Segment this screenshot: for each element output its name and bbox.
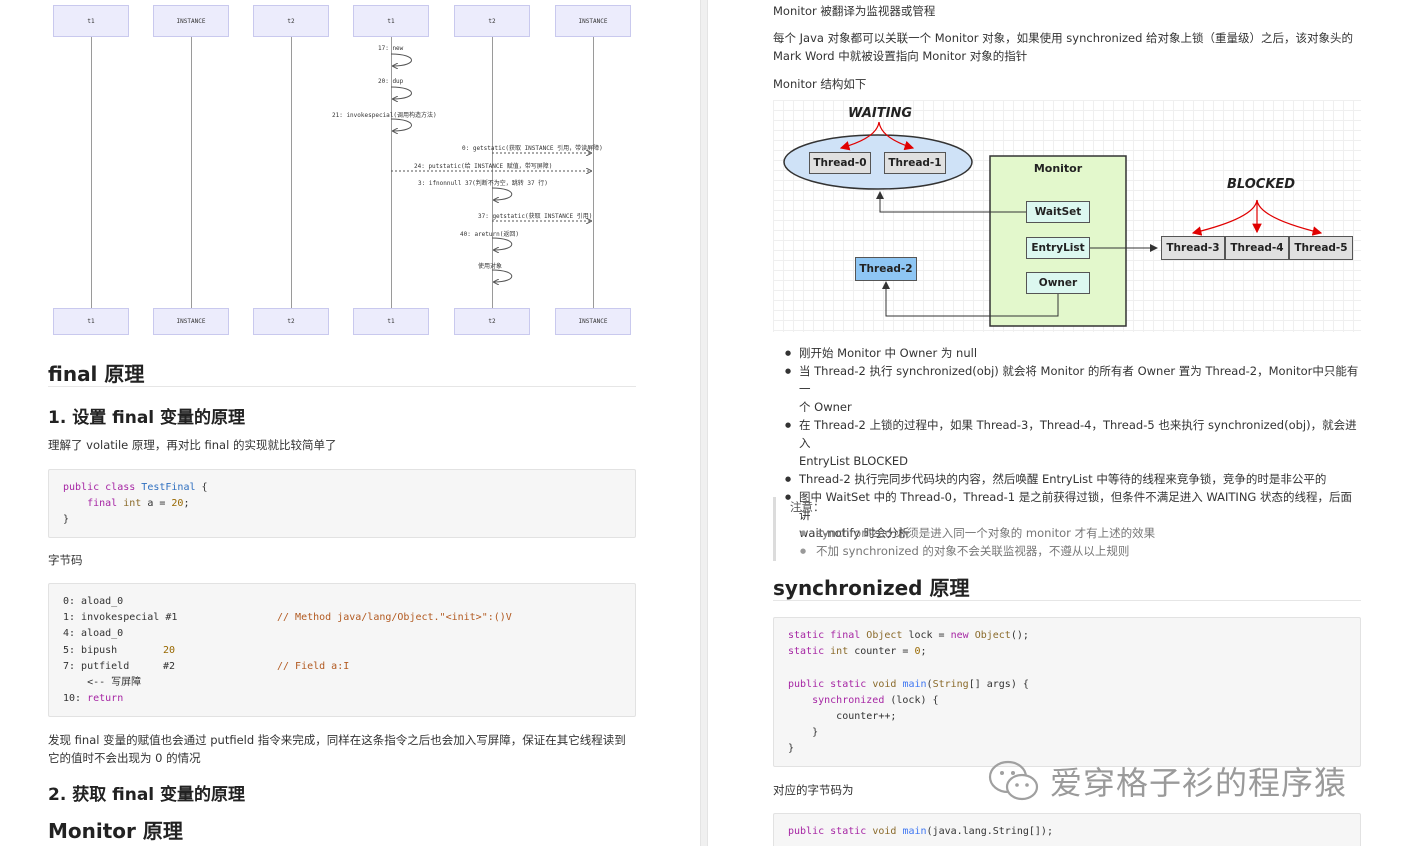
heading-set-final: 1. 设置 final 变量的原理 [48, 408, 246, 428]
paragraph-sync-bytecode: 对应的字节码为 [773, 783, 854, 797]
list-item: 不加 synchronized 的对象不会关联监视器，不遵从以上规则 [790, 542, 1361, 560]
seq-participant-bottom: t1 [353, 308, 429, 335]
watermark-text: 爱穿格子衫的程序猿 [1050, 764, 1348, 802]
blocked-label: BLOCKED [1227, 177, 1296, 192]
seq-lifeline [291, 37, 292, 309]
paragraph-structure: Monitor 结构如下 [773, 77, 867, 91]
waitset-box: WaitSet [1026, 201, 1090, 223]
left-page: t1 INSTANCE t2 t1 t2 INSTANCE [0, 0, 700, 846]
list-item: Thread-2 执行完同步代码块的内容，然后唤醒 EntryList 中等待的… [773, 470, 1363, 488]
owner-box: Owner [1026, 272, 1090, 294]
seq-message: 使用对象 [478, 263, 503, 270]
seq-participant-top: INSTANCE [153, 5, 229, 37]
waiting-ellipse [783, 134, 973, 190]
seq-participant-bottom: INSTANCE [153, 308, 229, 335]
note-list: synchronized 必须是进入同一个对象的 monitor 才有上述的效果… [790, 524, 1361, 560]
thread-2-box: Thread-2 [855, 257, 917, 281]
note-blockquote: 注意： synchronized 必须是进入同一个对象的 monitor 才有上… [773, 497, 1361, 561]
seq-participant-bottom: t2 [454, 308, 530, 335]
seq-message: 37: getstatic(获取 INSTANCE 引用) [478, 213, 593, 220]
seq-lifeline [191, 37, 192, 309]
thread-1-box: Thread-1 [884, 152, 946, 174]
seq-lifeline [492, 37, 493, 309]
heading-get-final: 2. 获取 final 变量的原理 [48, 785, 246, 805]
paragraph-monitor-desc: 每个 Java 对象都可以关联一个 Monitor 对象，如果使用 synchr… [773, 31, 1354, 63]
seq-participant-top: INSTANCE [555, 5, 631, 37]
code-block-testfinal: public class TestFinal { final int a = 2… [48, 469, 636, 538]
thread-0-box: Thread-0 [809, 152, 871, 174]
seq-participant-top: t1 [353, 5, 429, 37]
heading-rule [773, 600, 1361, 601]
list-item: 当 Thread-2 执行 synchronized(obj) 就会将 Moni… [773, 362, 1363, 416]
thread-3-box: Thread-3 [1161, 236, 1225, 260]
heading-monitor: Monitor 原理 [48, 819, 183, 843]
paragraph-monitor-translation: Monitor 被翻译为监视器或管程 [773, 4, 936, 18]
wechat-watermark: 爱穿格子衫的程序猿 [988, 756, 1347, 806]
seq-message: 21: invokespecial(调用构造方法) [332, 112, 437, 119]
list-item: 在 Thread-2 上锁的过程中，如果 Thread-3，Thread-4，T… [773, 416, 1363, 470]
heading-synchronized: synchronized 原理 [773, 576, 970, 600]
thread-4-box: Thread-4 [1225, 236, 1289, 260]
heading-rule [48, 386, 636, 387]
code-block-sync-bytecode: public static void main(java.lang.String… [773, 813, 1361, 846]
seq-lifeline [593, 37, 594, 309]
wechat-icon [988, 760, 1039, 801]
seq-message: 3: ifnonnull 37(判断不为空，跳转 37 行) [418, 180, 548, 187]
seq-participant-bottom: INSTANCE [555, 308, 631, 335]
thread-5-box: Thread-5 [1289, 236, 1353, 260]
seq-message: 40: areturn(返回) [460, 231, 519, 238]
seq-message: 17: new [378, 45, 404, 52]
page-divider [700, 0, 708, 846]
seq-arrows [390, 53, 634, 336]
list-item: 刚开始 Monitor 中 Owner 为 null [773, 344, 1363, 362]
note-title: 注意： [790, 500, 825, 514]
list-item: synchronized 必须是进入同一个对象的 monitor 才有上述的效果 [790, 524, 1361, 542]
sequence-diagram: t1 INSTANCE t2 t1 t2 INSTANCE [50, 0, 634, 336]
code-block-bytecode: 0: aload_0 1: invokespecial #1// Method … [48, 583, 636, 717]
monitor-bullet-list: 刚开始 Monitor 中 Owner 为 null 当 Thread-2 执行… [773, 344, 1363, 542]
seq-participant-top: t2 [454, 5, 530, 37]
seq-participant-bottom: t1 [53, 308, 129, 335]
paragraph-intro: 理解了 volatile 原理，再对比 final 的实现就比较简单了 [48, 438, 337, 452]
seq-participant-top: t1 [53, 5, 129, 37]
paragraph-bytecode: 字节码 [48, 553, 83, 567]
waiting-label: WAITING [848, 106, 913, 121]
seq-lifeline [91, 37, 92, 309]
seq-message: 24: putstatic(给 INSTANCE 赋值，带写屏障) [414, 163, 553, 170]
paragraph-explain: 发现 final 变量的赋值也会通过 putfield 指令来完成，同样在这条指… [48, 733, 626, 765]
seq-message: 0: getstatic(获取 INSTANCE 引用，带读屏障) [462, 145, 603, 152]
monitor-label: Monitor [1033, 162, 1083, 175]
seq-lifeline [391, 37, 392, 309]
code-block-synchronized: static final Object lock = new Object();… [773, 617, 1361, 767]
seq-message: 20: dup [378, 78, 404, 85]
seq-participant-top: t2 [253, 5, 329, 37]
entrylist-box: EntryList [1026, 237, 1090, 259]
heading-final: final 原理 [48, 362, 145, 386]
seq-participant-bottom: t2 [253, 308, 329, 335]
monitor-diagram: WAITING Thread-0 Thread-1 Monitor WaitSe… [773, 100, 1361, 332]
